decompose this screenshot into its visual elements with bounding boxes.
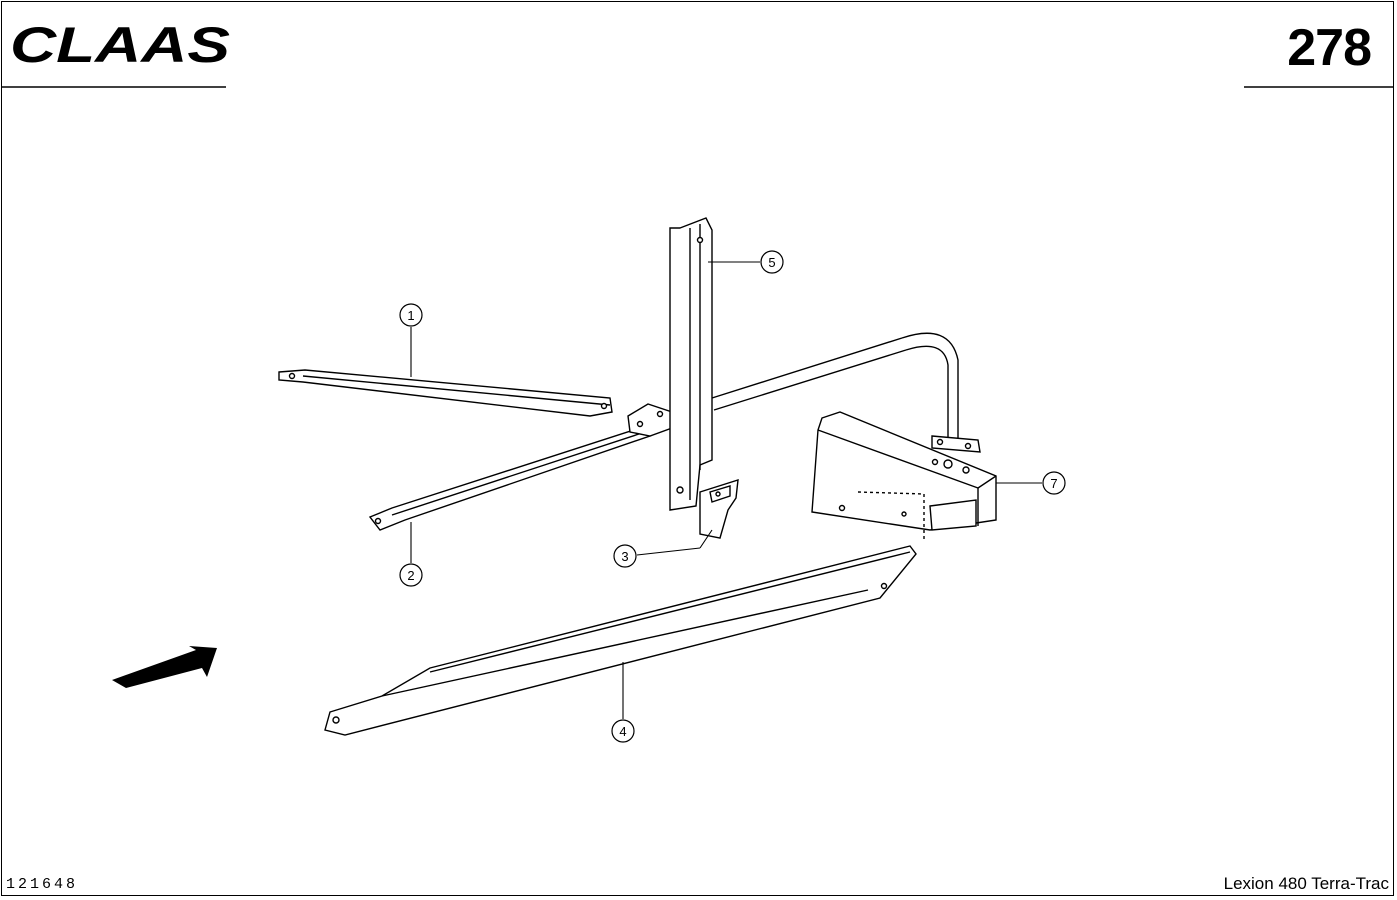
callout-3: 3 — [613, 544, 637, 568]
part-2-tube — [368, 403, 673, 531]
part-1-strut — [278, 369, 613, 417]
callout-5: 5 — [760, 250, 784, 274]
svg-text:4: 4 — [619, 724, 626, 739]
direction-arrow-icon — [112, 646, 217, 688]
svg-text:5: 5 — [768, 255, 775, 270]
part-7-housing — [811, 411, 997, 540]
callout-2: 2 — [399, 563, 423, 587]
callout-4: 4 — [611, 719, 635, 743]
claas-logo: CLAAS — [10, 17, 230, 73]
part-3-bracket — [699, 479, 739, 539]
logo-text: CLAAS — [10, 17, 230, 73]
callout-1: 1 — [399, 303, 423, 327]
model-name: Lexion 480 Terra-Trac — [1223, 874, 1389, 893]
callout-7: 7 — [1042, 471, 1066, 495]
leader-lines — [410, 261, 1042, 719]
svg-text:1: 1 — [407, 308, 414, 323]
drawing-number: 121648 — [6, 876, 79, 893]
svg-text:3: 3 — [621, 549, 628, 564]
svg-text:7: 7 — [1050, 476, 1057, 491]
part-5-post — [669, 217, 713, 511]
part-4-beam — [324, 545, 917, 736]
part-tube-long — [711, 332, 981, 453]
page-number: 278 — [1287, 19, 1372, 77]
svg-text:2: 2 — [407, 568, 414, 583]
